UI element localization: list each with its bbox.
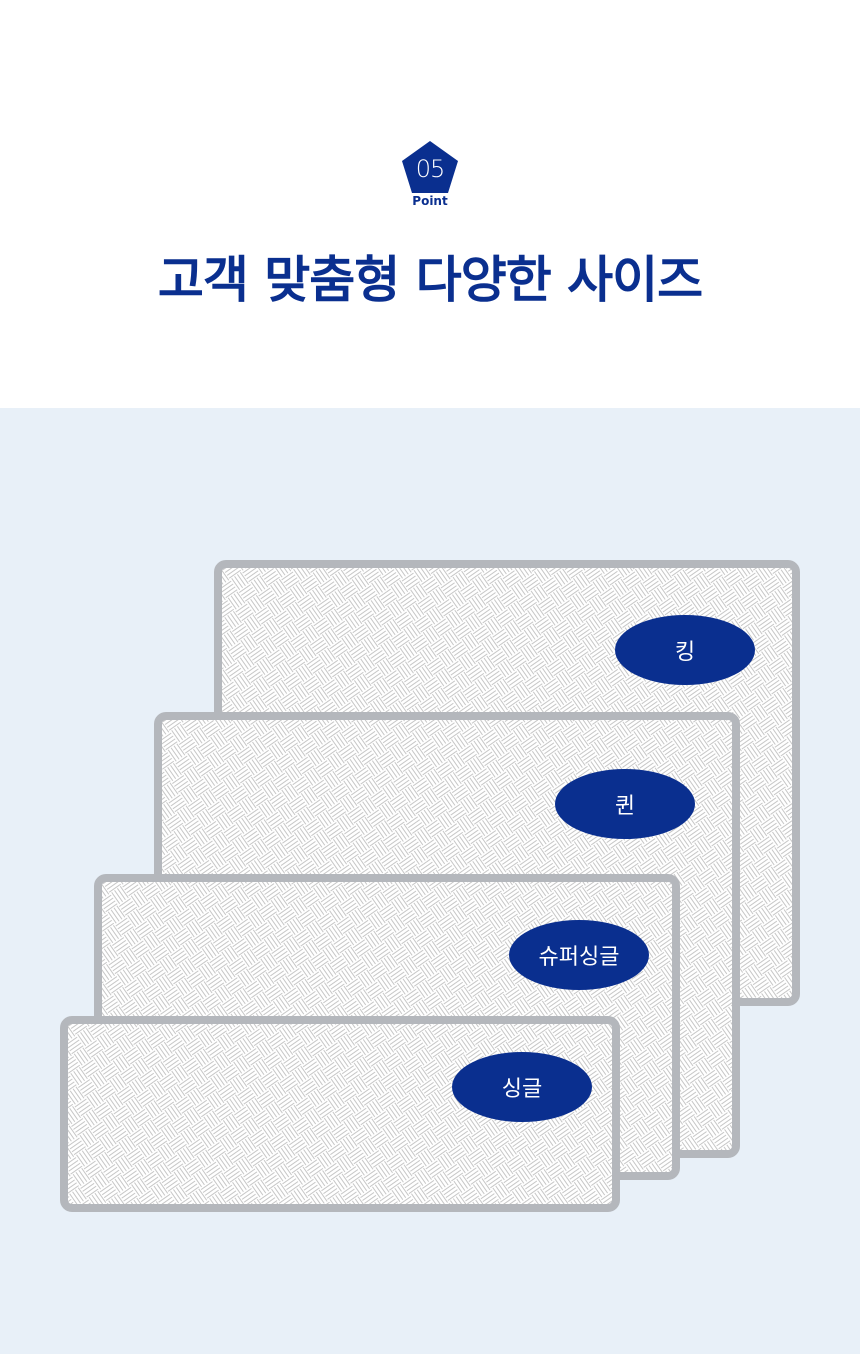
point-number: 05 [415,155,446,183]
header-section: 05 Point 고객 맞춤형 다양한 사이즈 [0,0,860,408]
point-label: Point [412,194,448,208]
size-label-single: 싱글 [452,1052,592,1122]
size-label-queen: 퀸 [555,769,695,839]
page-title: 고객 맞춤형 다양한 사이즈 [157,251,703,309]
pentagon-icon [402,141,458,193]
size-label-super-single: 슈퍼싱글 [509,920,649,990]
point-badge: 05 [402,141,458,193]
size-label-king: 킹 [615,615,755,685]
